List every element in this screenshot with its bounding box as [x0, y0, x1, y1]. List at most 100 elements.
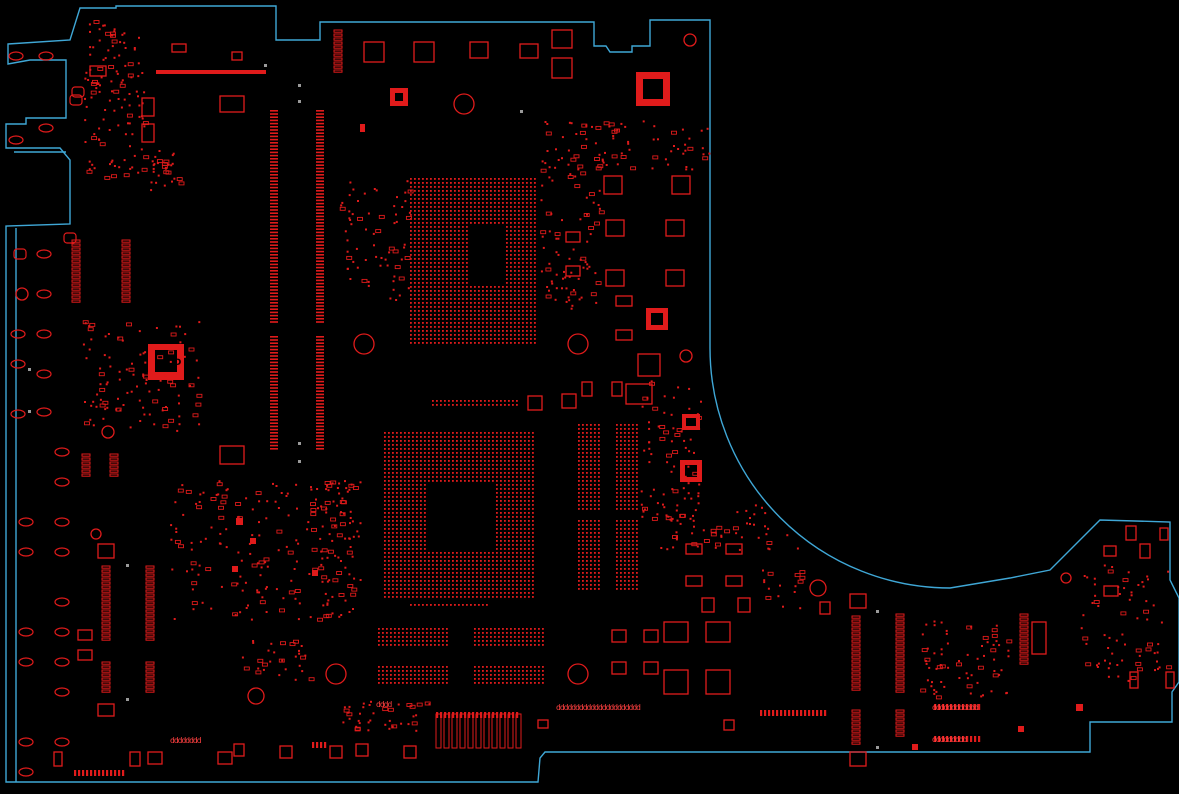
gpu-bga-ball — [532, 508, 534, 510]
gpu-bga-ball — [484, 580, 486, 582]
vram-ball — [446, 670, 448, 672]
smd-pad — [601, 159, 604, 162]
cpu-bga-ball — [462, 210, 464, 212]
cpu-bga-ball — [446, 266, 448, 268]
memory-slot-pin — [270, 305, 278, 307]
vram-ball — [616, 428, 618, 430]
gpu-bga-ball — [500, 508, 502, 510]
gpu-bga-ball — [484, 556, 486, 558]
cpu-bga-ball — [478, 218, 480, 220]
gpu-bga-ball — [400, 572, 402, 574]
gpu-bga-ball — [400, 444, 402, 446]
smd-pad — [318, 566, 325, 571]
smd-pad — [1007, 649, 1010, 652]
smd-pad — [662, 493, 665, 496]
smd-pad — [195, 502, 198, 505]
smd-pad — [123, 32, 126, 35]
gpu-bga-ball — [424, 468, 426, 470]
capacitor — [1165, 671, 1175, 689]
gpu-bga-ball — [416, 464, 418, 466]
gpu-bga-ball — [476, 580, 478, 582]
vram-ball — [530, 632, 532, 634]
cpu-bga-ball — [454, 314, 456, 316]
gpu-bga-ball — [404, 464, 406, 466]
smd-pad — [364, 259, 367, 261]
cpu-bga-ball — [442, 206, 444, 208]
vram-ball — [474, 682, 476, 684]
vram-ball — [426, 640, 428, 642]
memory-slot-pin — [270, 135, 278, 138]
cpu-bga-ball — [410, 262, 412, 264]
gpu-bga-ball — [504, 592, 506, 594]
cpu-bga-ball — [474, 198, 476, 200]
cpu-bga-ball — [502, 198, 504, 200]
cpu-bga-ball — [450, 298, 452, 300]
bga-ball-row — [452, 400, 454, 402]
cpu-bga-ball — [414, 286, 416, 288]
smd-pad — [924, 657, 931, 662]
memory-slot-pin — [270, 174, 278, 176]
cpu-bga-ball — [454, 218, 456, 220]
vram-ball — [494, 628, 496, 630]
cpu-bga-ball — [426, 194, 428, 196]
vram-ball — [434, 636, 436, 638]
smd-pad — [326, 580, 329, 583]
smd-pad — [1007, 655, 1010, 658]
gpu-bga-ball — [532, 464, 534, 466]
vram-ball — [518, 636, 520, 638]
smd-pad — [595, 301, 598, 304]
smd-pad — [152, 170, 155, 173]
gpu-bga-ball — [436, 584, 438, 586]
smd-pad — [359, 522, 362, 525]
smd-pad — [1107, 569, 1114, 574]
smd-pad — [652, 406, 659, 411]
smd-pad — [173, 618, 176, 620]
gpu-bga-ball — [444, 472, 446, 474]
smd-pad — [545, 294, 552, 299]
cpu-bga-ball — [414, 326, 416, 328]
cpu-bga-ball — [498, 338, 500, 340]
cpu-bga-ball — [530, 182, 532, 184]
cpu-bga-ball — [462, 254, 464, 256]
gpu-bga-ball — [436, 592, 438, 594]
gpu-bga-ball — [448, 552, 450, 554]
cpu-bga-ball — [462, 338, 464, 340]
cpu-bga-ball — [414, 250, 416, 252]
vram-ball — [632, 500, 634, 502]
cpu-bga-ball — [446, 230, 448, 232]
cpu-bga-ball — [430, 202, 432, 204]
edge-pad — [63, 232, 77, 244]
gpu-bga-ball — [396, 560, 398, 562]
cpu-bga-ball — [466, 190, 468, 192]
vram-ball — [538, 640, 540, 642]
gpu-bga-ball — [488, 588, 490, 590]
memory-slot-pin — [316, 374, 324, 376]
gpu-bga-ball — [504, 488, 506, 490]
gpu-bga-ball — [524, 488, 526, 490]
cpu-bga-ball — [482, 190, 484, 192]
connector-pin — [101, 589, 111, 593]
cpu-bga-ball — [438, 322, 440, 324]
vram-ball — [594, 488, 596, 490]
smd-pad — [350, 223, 353, 226]
connector-pin — [851, 675, 861, 679]
vram-ball — [526, 678, 528, 680]
cpu-bga-ball — [518, 210, 520, 212]
gpu-bga-ball — [416, 556, 418, 558]
cpu-bga-ball — [522, 218, 524, 220]
cpu-bga-ball — [446, 326, 448, 328]
gpu-bga-ball — [408, 504, 410, 506]
cpu-bga-ball — [438, 262, 440, 264]
cpu-bga-ball — [450, 322, 452, 324]
smd-pad — [210, 526, 213, 529]
edge-pad — [8, 51, 24, 61]
smd-pad — [675, 531, 678, 534]
cpu-bga-ball — [438, 218, 440, 220]
smd-pad — [321, 575, 328, 580]
cpu-bga-ball — [418, 250, 420, 252]
cpu-bga-ball — [526, 330, 528, 332]
gpu-bga-ball — [404, 468, 406, 470]
smd-pad — [749, 517, 751, 519]
vram-ball — [514, 640, 516, 642]
smd-pad — [117, 336, 120, 339]
